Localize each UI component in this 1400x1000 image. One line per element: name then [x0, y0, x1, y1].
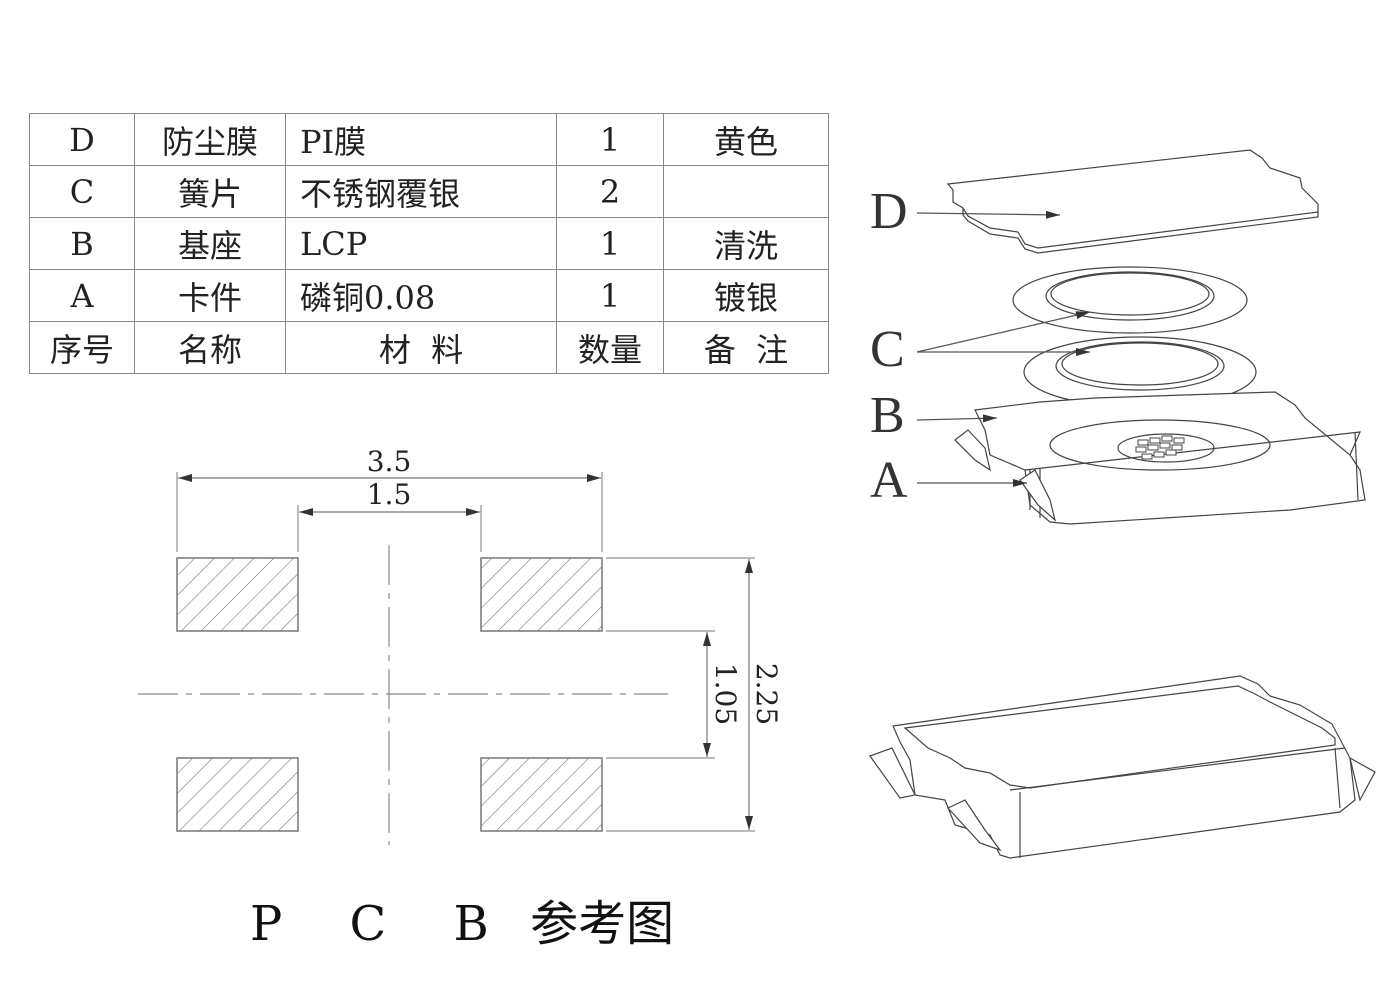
callout-c: C	[870, 321, 905, 378]
table-header-row: 序号 名称 材 料 数量 备 注	[29, 321, 829, 374]
table-row: C 簧片 不锈钢覆银 2	[29, 165, 829, 218]
dimension-inner-height: 1.05	[709, 663, 742, 725]
header-index: 序号	[29, 321, 135, 374]
dimension-inner-gap: 1.5	[367, 478, 412, 511]
pad-bottom-left	[176, 757, 299, 832]
cell-material: 不锈钢覆银	[285, 165, 557, 218]
pad-top-left	[176, 557, 299, 632]
title-latin: P C B	[250, 896, 515, 952]
header-material: 材 料	[285, 321, 557, 374]
cell-material: PI膜	[285, 113, 557, 166]
cell-id: D	[29, 113, 135, 166]
pcb-footprint: 3.5 1.5 1.05 2.25	[138, 445, 783, 845]
dimension-overall-height: 2.25	[750, 663, 783, 725]
part-b-base	[974, 391, 1366, 525]
callout-d: D	[870, 183, 908, 240]
part-a-clip	[954, 429, 991, 472]
cell-material: 磷铜0.08	[285, 269, 557, 322]
assembled-body	[892, 675, 1356, 859]
cell-qty: 2	[556, 165, 664, 218]
cell-note: 清洗	[663, 217, 829, 270]
header-quantity: 数量	[556, 321, 664, 374]
cell-id: A	[29, 269, 135, 322]
callout-a: A	[870, 452, 908, 509]
exploded-view	[916, 149, 1366, 525]
part-c-spring-upper	[1012, 266, 1248, 334]
cell-material: LCP	[285, 217, 557, 270]
cell-name: 防尘膜	[134, 113, 286, 166]
pad-top-right	[480, 557, 603, 632]
callout-b: B	[870, 387, 905, 444]
dimension-overall-width: 3.5	[367, 445, 412, 478]
cell-id: B	[29, 217, 135, 270]
pcb-reference-title: P C B 参考图	[250, 884, 674, 954]
title-cjk: 参考图	[530, 896, 675, 952]
header-remark: 备 注	[663, 321, 829, 374]
assembled-view	[869, 675, 1376, 859]
pad-bottom-right	[480, 757, 603, 832]
cell-qty: 1	[556, 217, 664, 270]
bom-table: D 防尘膜 PI膜 1 黄色 C 簧片 不锈钢覆银 2 B 基座 LCP 1 清…	[29, 113, 829, 374]
cell-id: C	[29, 165, 135, 218]
cell-name: 簧片	[134, 165, 286, 218]
part-d-dust-film	[946, 149, 1319, 249]
